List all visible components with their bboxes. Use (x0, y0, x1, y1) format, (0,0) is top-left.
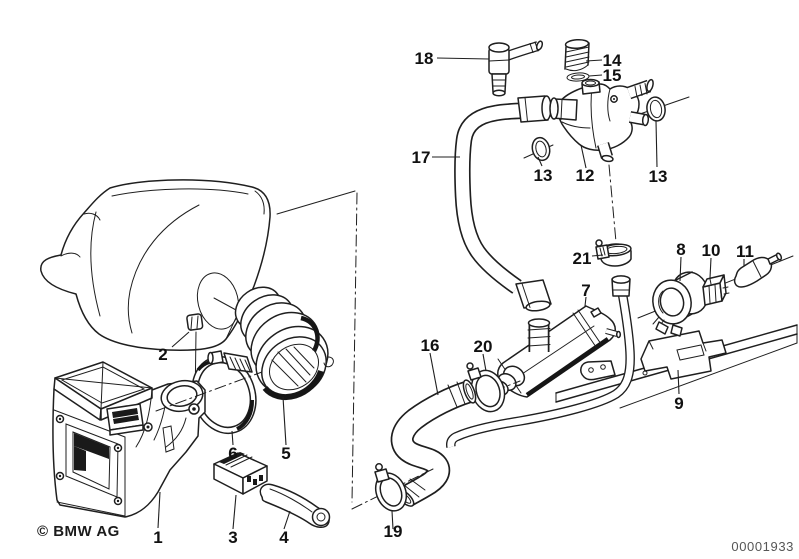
callout-labels: 18 14 15 17 13 12 13 21 8 10 11 7 16 20 … (153, 49, 754, 547)
callout-11: 11 (736, 242, 754, 261)
callout-6: 6 (228, 444, 237, 463)
valve-7-top-port (527, 318, 551, 352)
idle-valve-7 (492, 305, 622, 398)
phantom-lines (276, 190, 358, 503)
rubber-cap-4 (259, 483, 331, 528)
callout-20: 20 (474, 337, 493, 356)
callout-17: 17 (412, 148, 431, 167)
intake-opening-ring (196, 272, 240, 330)
callout-21: 21 (573, 249, 592, 268)
spring-14 (564, 38, 590, 72)
callout-10: 10 (702, 241, 721, 260)
elbow-fitting-18 (488, 40, 544, 97)
hose-clamp-20 (466, 362, 506, 413)
electrical-socket (106, 403, 144, 436)
rubber-boot-5 (234, 286, 334, 401)
hose-clamp-21 (595, 239, 632, 267)
rubber-holder-8 (652, 271, 709, 337)
valve-12-bottom-port (597, 142, 614, 163)
callout-14: 14 (603, 51, 622, 70)
callout-8: 8 (676, 240, 685, 259)
callout-3: 3 (228, 528, 237, 547)
axis-line-clamp6 (155, 371, 263, 412)
callout-13-left: 13 (534, 166, 553, 185)
drawing-number: 00001933 (731, 539, 794, 554)
bracket-9 (640, 330, 727, 380)
axis-line-clamp20 (454, 380, 521, 407)
valve-12-upper-right-port (626, 78, 654, 100)
callout-18: 18 (415, 49, 434, 68)
connector-plug-3 (213, 452, 268, 495)
hose-clamp-6 (191, 350, 257, 435)
callout-19: 19 (384, 522, 403, 541)
callout-4: 4 (279, 528, 289, 547)
copyright-text: © BMW AG (37, 523, 120, 540)
callout-9: 9 (674, 394, 683, 413)
o-ring-13-left (531, 136, 551, 162)
callout-13-right: 13 (649, 167, 668, 186)
axis-line-valve12-clamp21 (608, 164, 617, 243)
callout-5: 5 (281, 444, 290, 463)
element-11 (733, 252, 783, 288)
callout-12: 12 (576, 166, 595, 185)
o-ring-13-right (646, 96, 666, 122)
air-flow-meter-1 (52, 361, 206, 518)
callout-16: 16 (421, 336, 440, 355)
washer-15 (566, 72, 590, 82)
valve-body-12 (523, 78, 690, 163)
callout-7: 7 (581, 281, 590, 300)
valve-12-lower-right-port (628, 111, 650, 127)
hose-clamp-19 (374, 463, 408, 512)
callout-2: 2 (158, 345, 167, 364)
hose-17 (454, 95, 552, 312)
clip-2 (186, 313, 204, 407)
callout-1: 1 (153, 528, 162, 547)
leader-lines (157, 57, 745, 530)
vent-pipe (446, 275, 635, 448)
air-cleaner-housing (40, 179, 271, 351)
connector-plug-10 (702, 274, 730, 306)
worm-screw-housing (223, 352, 253, 373)
callout-15: 15 (603, 66, 622, 85)
